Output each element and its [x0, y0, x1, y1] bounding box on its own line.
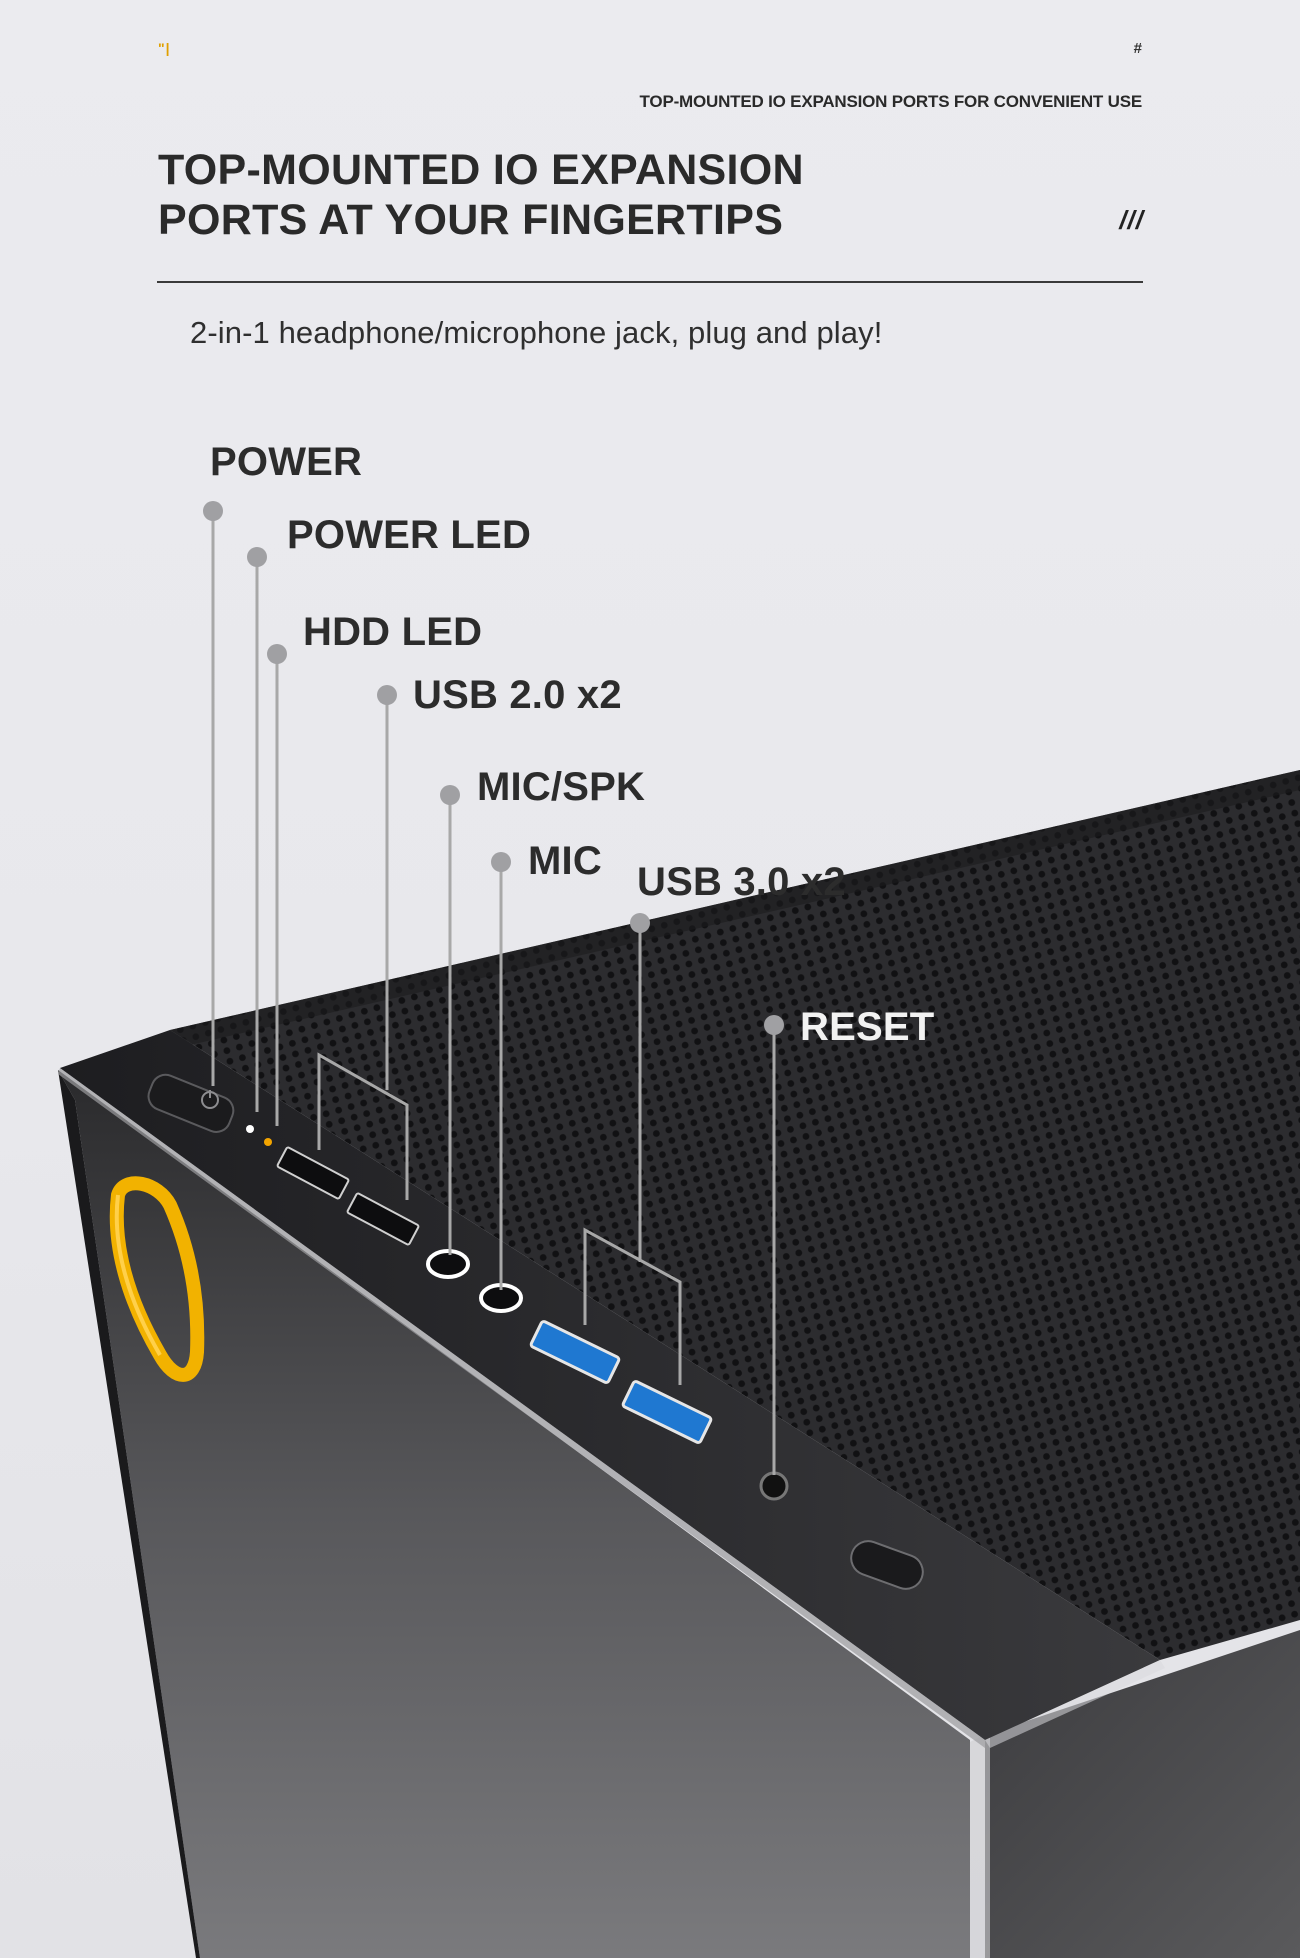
label-mic-spk: MIC/SPK: [477, 765, 646, 809]
title-line-2: PORTS AT YOUR FINGERTIPS: [158, 196, 784, 244]
subtitle: 2-in-1 headphone/microphone jack, plug a…: [190, 315, 883, 350]
decorative-slashes: ///: [1119, 205, 1144, 235]
page-mark: #: [1133, 40, 1142, 57]
leader-dots: [203, 501, 784, 1035]
front-panel: [58, 1070, 970, 1958]
label-hdd-led: HDD LED: [303, 610, 483, 654]
usb3-port-icon: [529, 1320, 713, 1444]
header-divider: [157, 281, 1143, 283]
label-reset: RESET: [800, 1005, 935, 1049]
label-mic: MIC: [528, 839, 602, 883]
power-icon: [147, 1073, 235, 1133]
title-line-1: TOP-MOUNTED IO EXPANSION: [158, 146, 804, 194]
label-usb3: USB 3.0 x2: [637, 860, 846, 904]
leader-lines: [211, 511, 776, 1475]
label-power: POWER: [210, 440, 363, 484]
top-mesh-panel: [170, 770, 1300, 1660]
label-usb2: USB 2.0 x2: [413, 673, 622, 717]
label-power-led: POWER LED: [287, 513, 532, 557]
reset-button-icon: [759, 1471, 789, 1501]
handle-icon: [109, 1176, 205, 1382]
page-title: TOP-MOUNTED IO EXPANSION PORTS AT YOUR F…: [158, 145, 1058, 245]
power-led: [246, 1125, 254, 1133]
brand-mark: "|: [158, 40, 171, 56]
eyebrow-text: TOP-MOUNTED IO EXPANSION PORTS FOR CONVE…: [639, 92, 1143, 111]
usb-port-icon: [276, 1146, 420, 1246]
hdd-led: [264, 1138, 272, 1146]
strip-badge: [850, 1540, 924, 1590]
